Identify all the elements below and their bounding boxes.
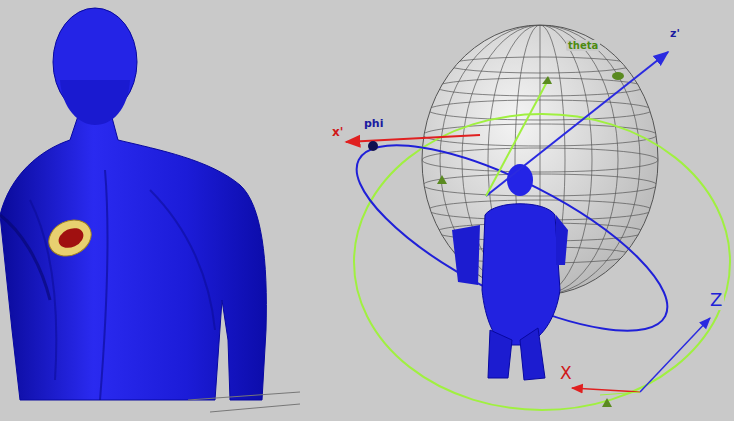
angle-label: phi [362, 118, 385, 130]
theta-circle [354, 114, 730, 410]
human-torso [0, 8, 300, 412]
axis-label: x' [330, 126, 345, 139]
global-axes [572, 318, 710, 395]
antenna-patch [43, 213, 97, 262]
local-axes [346, 52, 668, 407]
axis-label: z' [668, 28, 682, 40]
axis-label: Z [708, 290, 724, 310]
angle-label: theta [566, 40, 600, 51]
small-human [452, 164, 568, 380]
axis-label: X [558, 364, 574, 383]
